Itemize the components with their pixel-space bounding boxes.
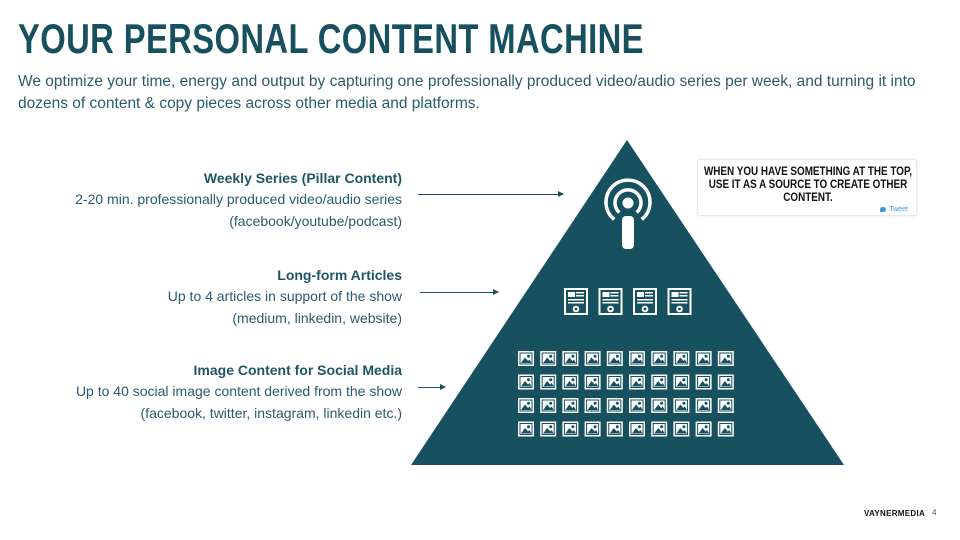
- tweet-button-label: Tweet: [889, 206, 908, 213]
- image-icon: [562, 374, 579, 390]
- slide-title: YOUR PERSONAL CONTENT MACHINE: [18, 15, 644, 62]
- tier-images-arrow: [418, 384, 446, 390]
- tier-pillar-platforms: (facebook/youtube/podcast): [229, 213, 402, 229]
- tweet-button[interactable]: Tweet: [880, 206, 908, 213]
- tier-images-title: Image Content for Social Media: [193, 362, 402, 378]
- image-icon: [629, 351, 645, 366]
- image-icon: [695, 398, 712, 413]
- tier-articles-title: Long-form Articles: [277, 267, 402, 283]
- image-icon: [562, 351, 579, 366]
- image-icon: [584, 421, 601, 437]
- image-icon: [629, 421, 645, 437]
- image-icon: [562, 398, 579, 413]
- tweet-quote: WHEN YOU HAVE SOMETHING AT THE TOP, USE …: [703, 166, 913, 204]
- image-icon: [540, 351, 557, 366]
- image-icon: [651, 398, 668, 413]
- tier-articles-description: Up to 4 articles in support of the show: [167, 288, 402, 304]
- image-icon: [717, 374, 734, 390]
- tier-pillar-title: Weekly Series (Pillar Content): [203, 170, 402, 186]
- article-icon: [667, 288, 692, 315]
- image-icon: [651, 374, 668, 390]
- article-icon: [633, 288, 657, 315]
- image-icon: [518, 421, 534, 437]
- image-icon: [695, 374, 712, 390]
- image-icon: [562, 421, 579, 437]
- tier-articles-arrow: [420, 289, 499, 295]
- image-icon: [717, 398, 734, 413]
- image-icon: [518, 351, 534, 366]
- image-icon: [584, 351, 601, 366]
- tier-images-label: Image Content for Social Media Up to 40 …: [0, 361, 402, 424]
- image-icon: [651, 421, 668, 437]
- image-icon: [695, 421, 712, 437]
- image-icon: [518, 374, 534, 390]
- image-icon: [584, 398, 601, 413]
- image-icon: [540, 374, 557, 390]
- page-number: 4: [932, 508, 937, 517]
- image-icon: [606, 374, 623, 390]
- twitter-bird-icon: [880, 207, 887, 212]
- tier-images-platforms: (facebook, twitter, instagram, linkedin …: [140, 405, 402, 421]
- image-icon: [629, 374, 645, 390]
- tier-images-description: Up to 40 social image content derived fr…: [75, 383, 402, 399]
- tier-pillar-arrow: [418, 191, 564, 197]
- click-to-tweet-box[interactable]: WHEN YOU HAVE SOMETHING AT THE TOP, USE …: [697, 159, 917, 216]
- tier-articles-platforms: (medium, linkedin, website): [232, 310, 402, 326]
- article-icon: [564, 288, 588, 315]
- image-icon: [606, 421, 623, 437]
- image-icon: [540, 398, 557, 413]
- image-icon: [629, 398, 645, 413]
- podcast-icon: [604, 178, 652, 249]
- image-icon: [540, 421, 557, 437]
- image-icon: [606, 351, 623, 366]
- image-icon: [673, 374, 690, 390]
- image-icon: [518, 398, 534, 413]
- image-icon: [717, 421, 734, 437]
- slide-subtitle: We optimize your time, energy and output…: [18, 73, 916, 112]
- image-icon: [695, 351, 712, 366]
- image-icon: [651, 351, 668, 366]
- image-icon: [606, 398, 623, 413]
- tier-pillar-description: 2-20 min. professionally produced video/…: [75, 191, 402, 207]
- tier-articles-label: Long-form Articles Up to 4 articles in s…: [0, 266, 402, 329]
- image-icon: [584, 374, 601, 390]
- image-icon: [673, 351, 690, 366]
- image-icon: [673, 421, 690, 437]
- brand-logo: VAYNERMEDIA: [864, 509, 926, 518]
- image-icon: [717, 351, 734, 366]
- image-icon: [673, 398, 690, 413]
- article-icon: [598, 288, 623, 315]
- tier-pillar-label: Weekly Series (Pillar Content) 2-20 min.…: [0, 169, 402, 232]
